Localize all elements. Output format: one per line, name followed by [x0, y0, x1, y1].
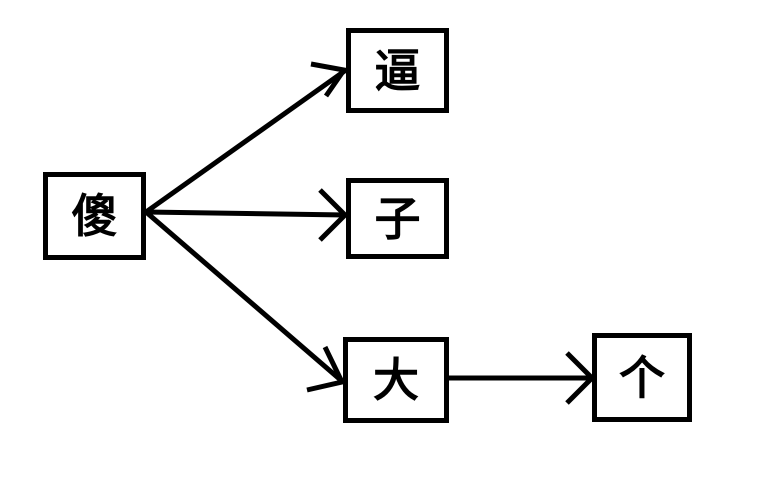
node-ge[interactable]: 个: [592, 333, 692, 422]
node-label: 大: [373, 353, 419, 407]
node-sha[interactable]: 傻: [43, 172, 146, 260]
node-label: 个: [619, 350, 665, 405]
node-label: 子: [374, 191, 421, 246]
arrowhead-icon: [306, 345, 346, 393]
node-zi[interactable]: 子: [346, 178, 449, 259]
node-label: 傻: [71, 189, 118, 243]
node-label: 逼: [374, 43, 421, 98]
edge-sha-to-da: [144, 210, 346, 393]
node-da[interactable]: 大: [343, 337, 449, 423]
arrowhead-icon: [318, 188, 349, 242]
edge-sha-to-bi: [144, 61, 349, 215]
edge-sha-to-zi: [145, 188, 349, 242]
edge-line: [145, 209, 347, 218]
edge-da-to-ge: [449, 351, 596, 405]
arrowhead-icon: [310, 61, 349, 98]
edge-line: [144, 67, 348, 215]
node-bi[interactable]: 逼: [346, 28, 449, 113]
edge-line: [144, 210, 345, 384]
